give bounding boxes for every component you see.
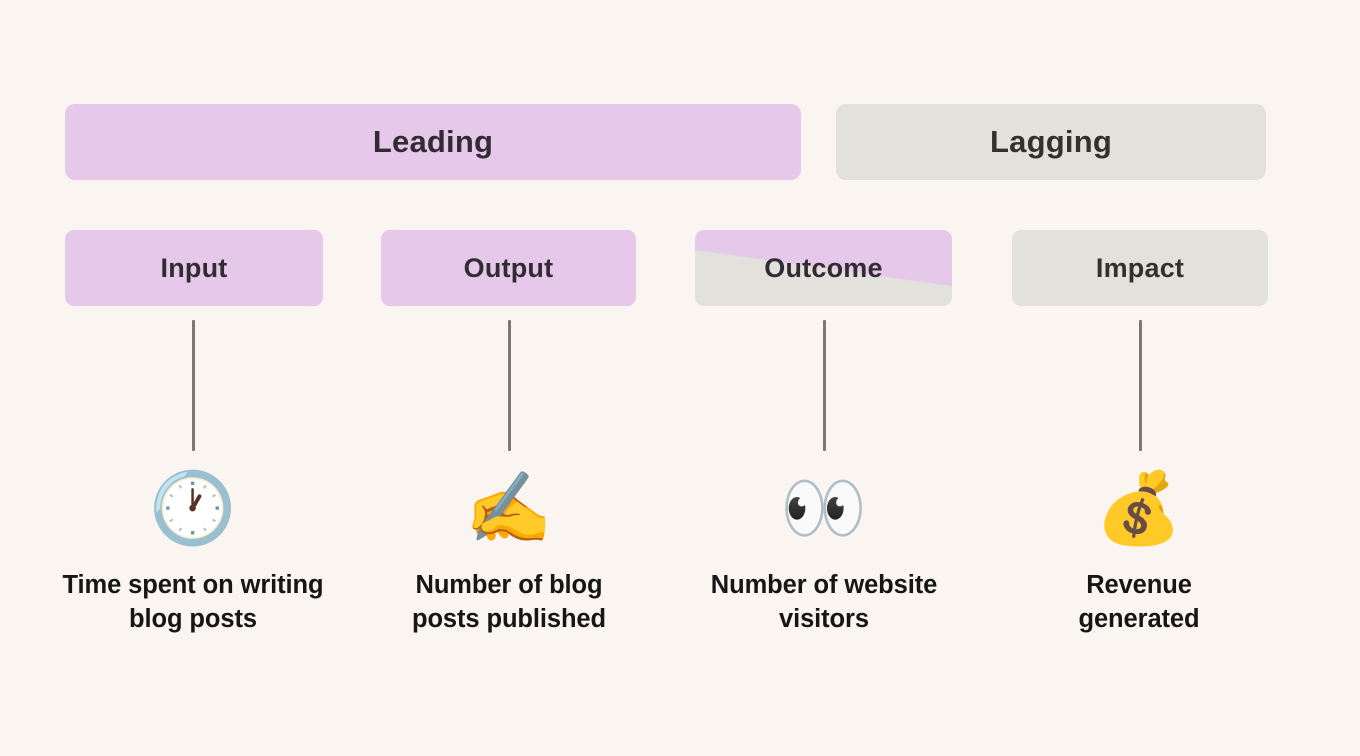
stage-box-output: Output — [381, 230, 636, 306]
money-bag-icon: 💰 — [1095, 469, 1183, 547]
stage-label-output: Output — [463, 252, 554, 283]
leaf-output-metric: ✍️ Number of blog posts published — [349, 462, 669, 636]
band-leading: Leading — [65, 104, 801, 180]
leaf-caption-outcome: Number of website visitors — [710, 571, 938, 634]
stage-label-outcome: Outcome — [764, 252, 883, 283]
stage-label-impact: Impact — [1095, 252, 1185, 283]
stage-box-input: Input — [65, 230, 323, 306]
stage-label-input: Input — [160, 252, 228, 283]
connector-line-impact — [1139, 320, 1142, 451]
leaf-impact-metric: 💰 Revenue generated — [979, 462, 1299, 636]
stage-box-outcome: Outcome — [695, 230, 952, 306]
connector-line-outcome — [823, 320, 826, 451]
clock-icon: 🕐 — [149, 469, 237, 547]
leaf-input-metric: 🕐 Time spent on writing blog posts — [33, 462, 353, 636]
eyes-icon: 👀 — [780, 469, 868, 547]
leaf-caption-output: Number of blog posts published — [411, 571, 606, 634]
writing-hand-icon: ✍️ — [465, 469, 553, 547]
leaf-caption-impact: Revenue generated — [1078, 571, 1200, 634]
leaf-caption-input: Time spent on writing blog posts — [62, 571, 324, 634]
band-lagging: Lagging — [836, 104, 1266, 180]
connector-line-output — [508, 320, 511, 451]
stage-box-impact: Impact — [1012, 230, 1268, 306]
connector-line-input — [192, 320, 195, 451]
band-lagging-label: Lagging — [990, 124, 1112, 159]
band-leading-label: Leading — [372, 124, 494, 159]
leaf-outcome-metric: 👀 Number of website visitors — [664, 462, 984, 636]
